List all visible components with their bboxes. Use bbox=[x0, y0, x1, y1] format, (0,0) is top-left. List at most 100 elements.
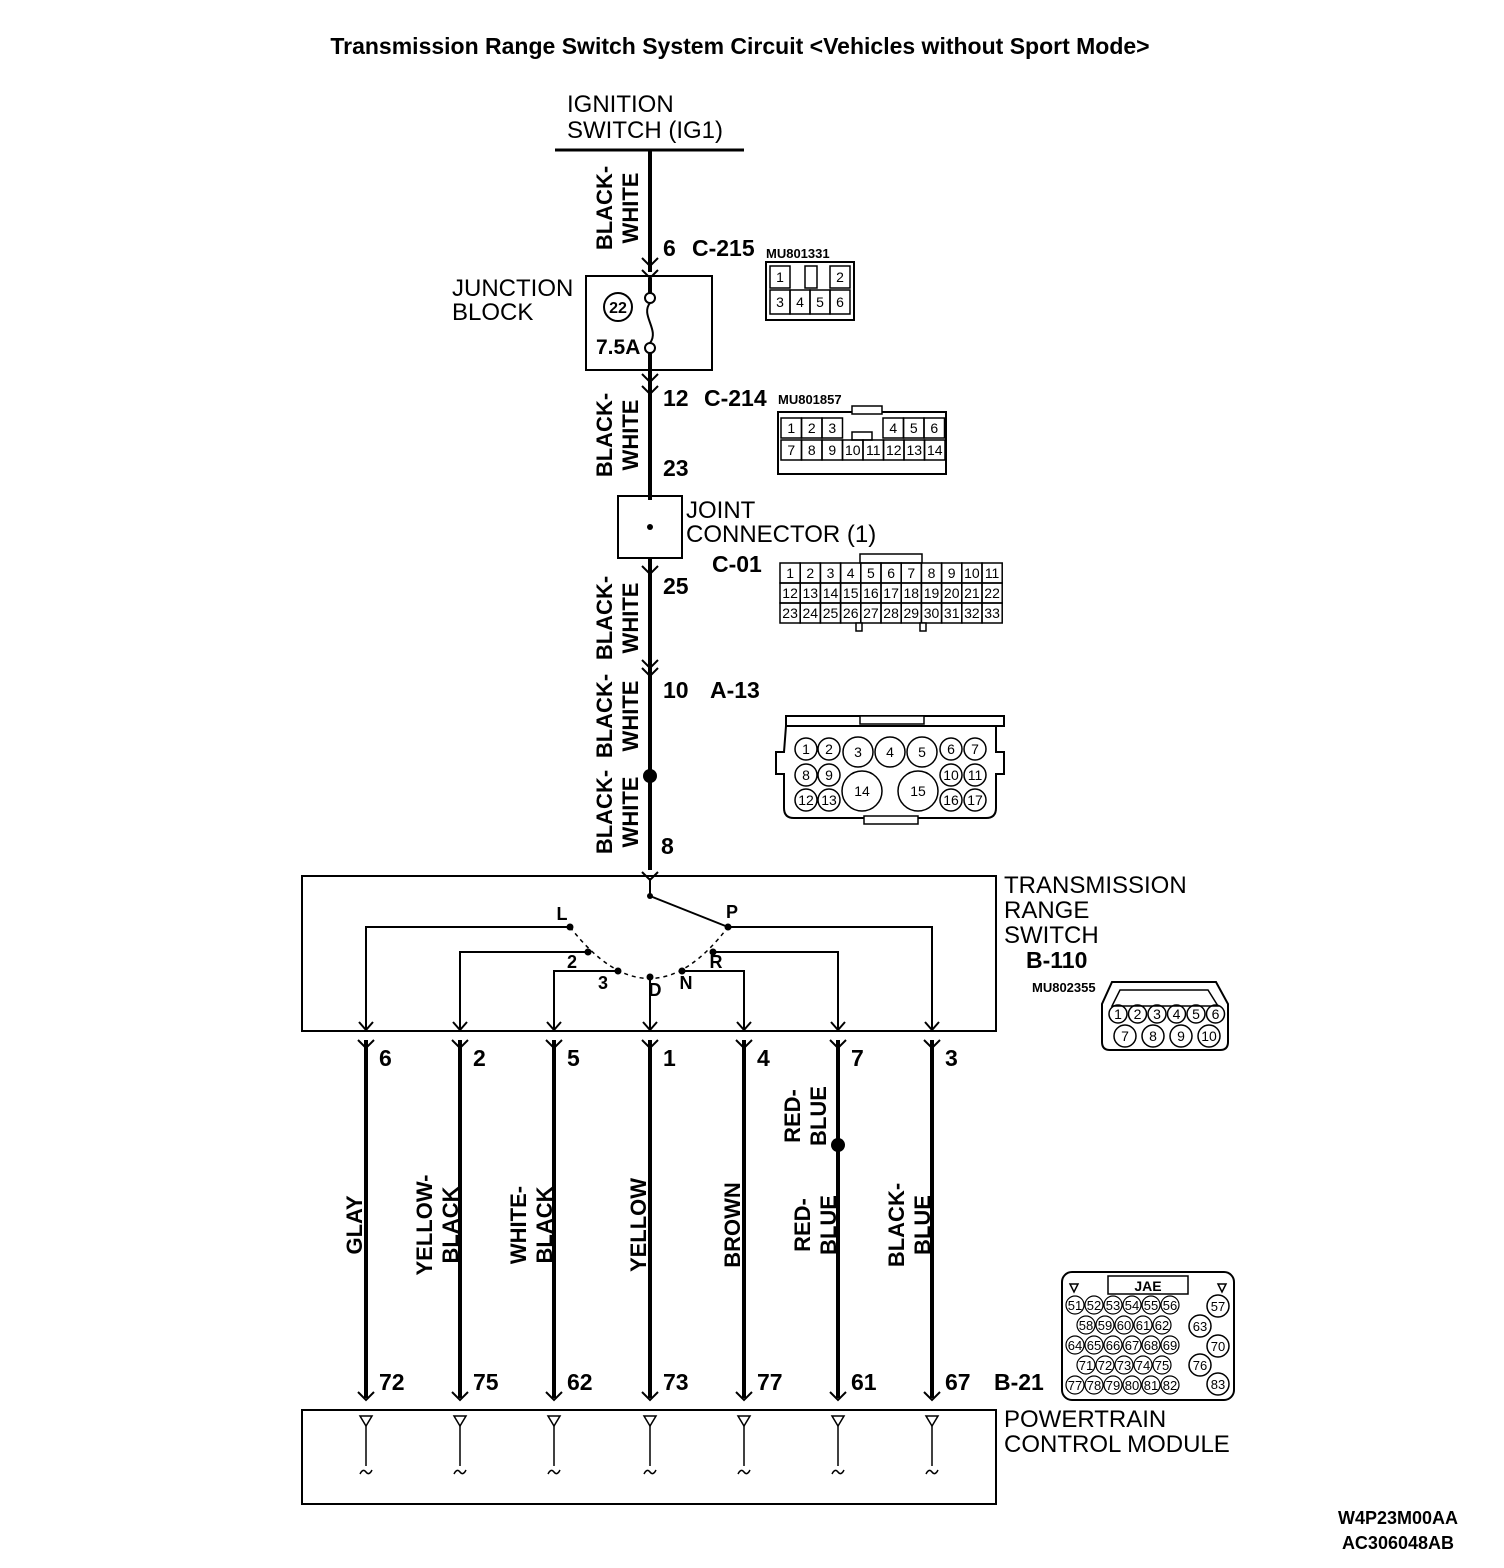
svg-text:RED-: RED- bbox=[780, 1089, 805, 1143]
b21-pin: 82 bbox=[1163, 1378, 1177, 1393]
b21-pin: 55 bbox=[1144, 1298, 1158, 1313]
c214-pin-bottom: 23 bbox=[663, 455, 689, 481]
c01-cell: 9 bbox=[948, 565, 956, 581]
c214-pin-top: 12 bbox=[663, 385, 689, 411]
wire-label-c01: BLACK- WHITE bbox=[592, 576, 643, 660]
c01-cell: 1 bbox=[786, 565, 794, 581]
c214-cell: 10 bbox=[845, 442, 861, 458]
trs-position-label: 3 bbox=[598, 973, 608, 993]
pcm-input-pin: 75 bbox=[473, 1369, 499, 1395]
c01-cell: 31 bbox=[944, 605, 960, 621]
c215-pin: 6 bbox=[663, 235, 676, 261]
c01-cell: 28 bbox=[883, 605, 899, 621]
pcm-terminals bbox=[358, 1415, 940, 1475]
c214-part: MU801857 bbox=[778, 392, 842, 407]
trs-output-pin: 6 bbox=[379, 1045, 392, 1071]
svg-text:6: 6 bbox=[836, 294, 844, 310]
b21-pin: 74 bbox=[1136, 1358, 1150, 1373]
c01-cell: 12 bbox=[782, 585, 798, 601]
c214-name: C-214 bbox=[704, 385, 767, 411]
trs-output-pin: 7 bbox=[851, 1045, 864, 1071]
c01-cell: 5 bbox=[867, 565, 875, 581]
b21-pin: 54 bbox=[1125, 1298, 1139, 1313]
b21-pin: 75 bbox=[1155, 1358, 1169, 1373]
b21-pin: 65 bbox=[1087, 1338, 1101, 1353]
trs-conn-pin: 9 bbox=[1177, 1028, 1185, 1044]
c214-cell: 12 bbox=[886, 442, 902, 458]
b21-pin: 57 bbox=[1211, 1299, 1225, 1314]
svg-text:1: 1 bbox=[776, 269, 784, 285]
b21-pin: 77 bbox=[1068, 1378, 1082, 1393]
trs-output-pin: 1 bbox=[663, 1045, 676, 1071]
ignition-switch: IGNITION SWITCH (IG1) bbox=[555, 91, 744, 152]
trs-label-line3: SWITCH bbox=[1004, 922, 1099, 949]
pcm-label-line1: POWERTRAIN bbox=[1004, 1406, 1166, 1433]
b21-pin: 52 bbox=[1087, 1298, 1101, 1313]
svg-text:BLACK-: BLACK- bbox=[592, 393, 617, 477]
trs-conn-pin: 8 bbox=[1149, 1028, 1157, 1044]
b21-name: B-21 bbox=[994, 1369, 1044, 1395]
wire-color-label: RED-BLUE bbox=[790, 1195, 841, 1255]
c01-cell: 22 bbox=[984, 585, 1000, 601]
svg-text:BLACK: BLACK bbox=[438, 1186, 463, 1263]
joint-label-line1: JOINT bbox=[686, 497, 756, 524]
b21-pin: 56 bbox=[1163, 1298, 1177, 1313]
svg-text:YELLOW: YELLOW bbox=[626, 1178, 651, 1272]
trs-label-line1: TRANSMISSION bbox=[1004, 872, 1187, 899]
svg-text:GLAY: GLAY bbox=[342, 1195, 367, 1254]
trs-conn-pin: 4 bbox=[1173, 1006, 1181, 1022]
c215-name: C-215 bbox=[692, 235, 755, 261]
junction-label-line2: BLOCK bbox=[452, 299, 533, 326]
svg-text:BLACK-: BLACK- bbox=[592, 166, 617, 250]
a13-pin-label: 13 bbox=[821, 792, 837, 808]
svg-text:YELLOW-: YELLOW- bbox=[412, 1175, 437, 1276]
svg-text:BLUE: BLUE bbox=[910, 1195, 935, 1255]
a13-pin-label: 2 bbox=[825, 741, 833, 757]
b21-pin: 81 bbox=[1144, 1378, 1158, 1393]
b21-pin: 78 bbox=[1087, 1378, 1101, 1393]
trs-output-pin: 3 bbox=[945, 1045, 958, 1071]
svg-text:WHITE-: WHITE- bbox=[506, 1186, 531, 1264]
b21-pin: 64 bbox=[1068, 1338, 1082, 1353]
trs-output-pin: 2 bbox=[473, 1045, 486, 1071]
c215-part: MU801331 bbox=[766, 246, 830, 261]
c214-cell: 3 bbox=[828, 420, 836, 436]
b21-pin: 66 bbox=[1106, 1338, 1120, 1353]
trs-position-label: L bbox=[557, 904, 568, 924]
c214-cell: 13 bbox=[906, 442, 922, 458]
c01-cell: 32 bbox=[964, 605, 980, 621]
b21-pin: 60 bbox=[1117, 1318, 1131, 1333]
a13-pin-label: 11 bbox=[968, 767, 983, 783]
c214-cell: 14 bbox=[927, 442, 943, 458]
c01-cell: 24 bbox=[803, 605, 819, 621]
a13-pin-label: 7 bbox=[971, 741, 979, 757]
c01-cell: 21 bbox=[964, 585, 980, 601]
c01-cell: 16 bbox=[863, 585, 879, 601]
a13-pin-label: 15 bbox=[910, 783, 926, 799]
svg-text:RED-: RED- bbox=[790, 1198, 815, 1252]
junction-block: JUNCTION BLOCK 22 7.5A bbox=[452, 275, 713, 371]
ignition-label-line1: IGNITION bbox=[567, 91, 674, 118]
pcm-label-line2: CONTROL MODULE bbox=[1004, 1431, 1230, 1458]
b21-pin: 61 bbox=[1136, 1318, 1150, 1333]
trs-position-label: R bbox=[710, 952, 723, 972]
trs-position-label: D bbox=[649, 980, 662, 1000]
trs-conn-pin: 1 bbox=[1114, 1006, 1122, 1022]
svg-text:3: 3 bbox=[776, 294, 784, 310]
wire-label-bottom: BLACK- WHITE bbox=[592, 770, 643, 854]
a13-pin-label: 17 bbox=[967, 792, 983, 808]
a13-pin-label: 6 bbox=[947, 741, 955, 757]
c214-cell: 2 bbox=[808, 420, 816, 436]
c01-cell: 6 bbox=[887, 565, 895, 581]
wire-color-label: YELLOW bbox=[626, 1178, 651, 1272]
code-2: AC306048AB bbox=[1342, 1533, 1454, 1553]
b21-maker: JAE bbox=[1134, 1278, 1161, 1294]
b21-pin: 79 bbox=[1106, 1378, 1120, 1393]
output-wires: 672GLAY275YELLOW-BLACK562WHITE-BLACK173Y… bbox=[342, 1039, 971, 1402]
trs-conn-pin: 5 bbox=[1192, 1006, 1200, 1022]
junction-label-line1: JUNCTION bbox=[452, 275, 573, 302]
